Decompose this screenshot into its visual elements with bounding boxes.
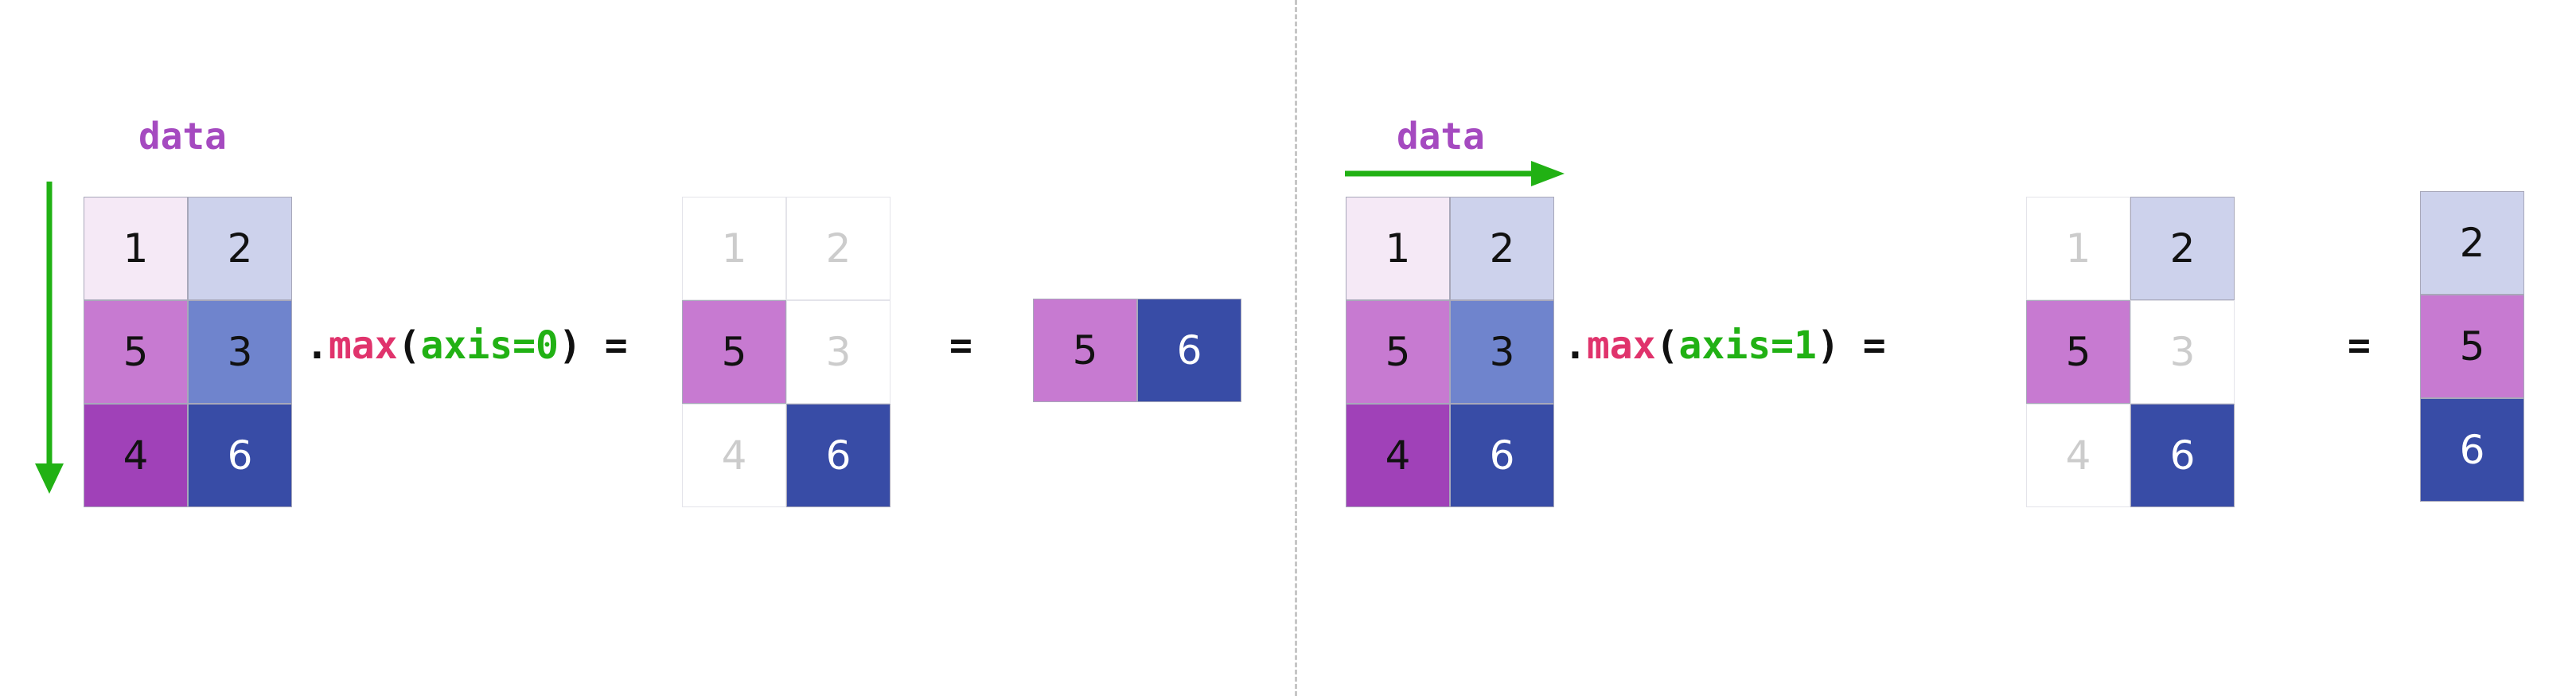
matrix-cell: 2	[1450, 197, 1554, 300]
matrix-cell: 4	[2026, 404, 2130, 507]
matrix-cell: 3	[786, 300, 890, 404]
max-method: max	[328, 323, 398, 368]
arrow-right-icon	[1345, 161, 1565, 186]
max-method: max	[1586, 323, 1656, 368]
matrix-cell: 5	[1033, 299, 1137, 402]
matrix-cell: 2	[786, 197, 890, 300]
panel-divider	[1295, 0, 1297, 696]
equals-sign: =	[1862, 323, 1886, 368]
matrix-cell: 5	[682, 300, 786, 404]
dot-operator: .	[306, 323, 329, 368]
matrix-cell: 1	[84, 197, 188, 300]
matrix-cell: 1	[2026, 197, 2130, 300]
close-paren: )	[558, 323, 582, 368]
matrix-cell: 5	[2026, 300, 2130, 404]
open-paren: (	[1655, 323, 1679, 368]
matrix-cell: 5	[84, 300, 188, 404]
arrow-down-icon	[35, 182, 64, 494]
right-data-label: data	[1397, 115, 1485, 158]
left-result-equals: =	[949, 323, 972, 368]
dot-operator: .	[1564, 323, 1587, 368]
right-result-equals: =	[2348, 323, 2371, 368]
matrix-cell: 2	[188, 197, 292, 300]
close-paren: )	[1816, 323, 1840, 368]
matrix-cell: 2	[2130, 197, 2235, 300]
matrix-cell: 6	[2130, 404, 2235, 507]
left-method-call: .max(axis=0) =	[306, 326, 628, 365]
matrix-cell: 1	[1346, 197, 1450, 300]
matrix-cell: 3	[1450, 300, 1554, 404]
matrix-cell: 6	[188, 404, 292, 507]
axis-argument: axis=1	[1678, 323, 1817, 368]
equals-sign: =	[604, 323, 628, 368]
matrix-cell: 4	[84, 404, 188, 507]
matrix-cell: 4	[682, 404, 786, 507]
matrix-cell: 4	[1346, 404, 1450, 507]
left-data-label: data	[138, 115, 227, 158]
matrix-cell: 6	[1450, 404, 1554, 507]
right-method-call: .max(axis=1) =	[1564, 326, 1886, 365]
matrix-cell: 6	[1137, 299, 1241, 402]
matrix-cell: 6	[786, 404, 890, 507]
axis-argument: axis=0	[420, 323, 559, 368]
matrix-cell: 5	[2420, 295, 2524, 398]
matrix-cell: 3	[2130, 300, 2235, 404]
open-paren: (	[397, 323, 421, 368]
matrix-cell: 5	[1346, 300, 1450, 404]
matrix-cell: 2	[2420, 191, 2524, 295]
matrix-cell: 1	[682, 197, 786, 300]
matrix-cell: 3	[188, 300, 292, 404]
matrix-cell: 6	[2420, 398, 2524, 502]
